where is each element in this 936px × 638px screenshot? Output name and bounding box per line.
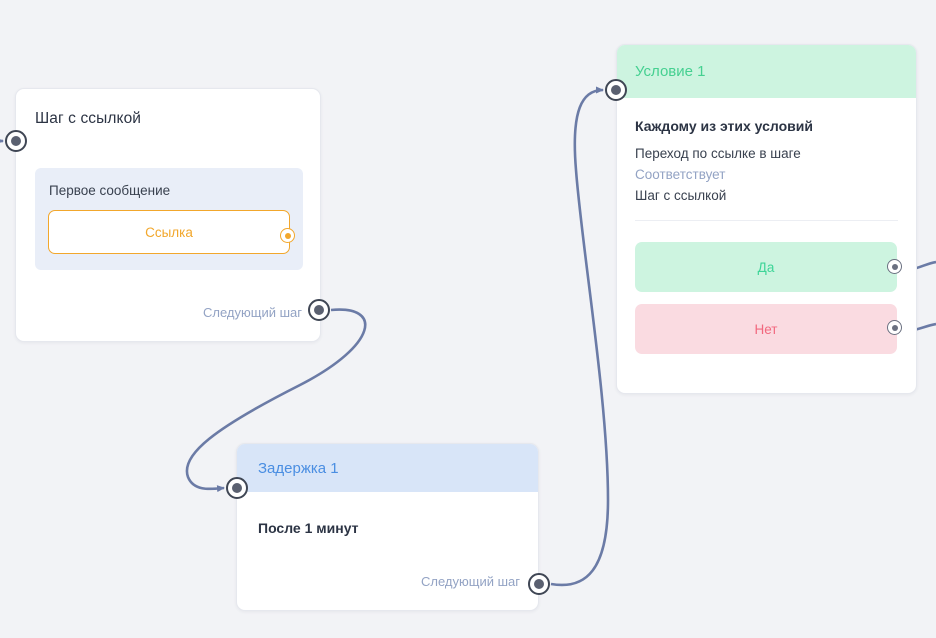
condition-header: Условие 1: [617, 45, 916, 98]
no-branch-output-handle-icon[interactable]: [887, 320, 902, 335]
next-step-label: Следующий шаг: [203, 305, 302, 320]
delay-body-text: После 1 минут: [258, 520, 359, 536]
delay-input-handle-icon[interactable]: [226, 477, 248, 499]
condition-rule-line-1: Переход по ссылке в шаге: [635, 146, 801, 161]
node-step-with-link[interactable]: Шаг с ссылкой Первое сообщение Ссылка Сл…: [15, 88, 321, 342]
condition-rule-operator: Соответствует: [635, 167, 726, 182]
delay-next-step-row: Следующий шаг: [421, 574, 520, 589]
message-label: Первое сообщение: [49, 183, 171, 198]
step-next-output-handle-icon[interactable]: [308, 299, 330, 321]
condition-branch-no[interactable]: Нет: [635, 304, 897, 354]
link-output-handle-icon[interactable]: [280, 228, 295, 243]
condition-separator: [635, 220, 898, 221]
condition-rule-heading: Каждому из этих условий: [635, 118, 813, 134]
next-step-row: Следующий шаг: [203, 305, 302, 320]
condition-rule-line-2: Шаг с ссылкой: [635, 188, 727, 203]
node-condition[interactable]: Условие 1 Каждому из этих условий Перехо…: [616, 44, 917, 394]
condition-input-handle-icon[interactable]: [605, 79, 627, 101]
delay-header: Задержка 1: [237, 444, 538, 492]
node-step-title: Шаг с ссылкой: [35, 110, 142, 127]
message-block[interactable]: Первое сообщение Ссылка: [35, 168, 303, 270]
condition-branch-yes[interactable]: Да: [635, 242, 897, 292]
delay-next-output-handle-icon[interactable]: [528, 573, 550, 595]
condition-body: Каждому из этих условий Переход по ссылк…: [617, 98, 916, 221]
condition-title: Условие 1: [635, 63, 706, 80]
edge-delay-to-condition: [550, 86, 610, 587]
delay-title: Задержка 1: [258, 459, 339, 477]
node-delay[interactable]: Задержка 1 После 1 минут Следующий шаг: [236, 443, 539, 611]
yes-branch-output-handle-icon[interactable]: [887, 259, 902, 274]
delay-next-step-label: Следующий шаг: [421, 574, 520, 589]
link-button[interactable]: Ссылка: [48, 210, 290, 254]
step-input-handle-icon[interactable]: [5, 130, 27, 152]
